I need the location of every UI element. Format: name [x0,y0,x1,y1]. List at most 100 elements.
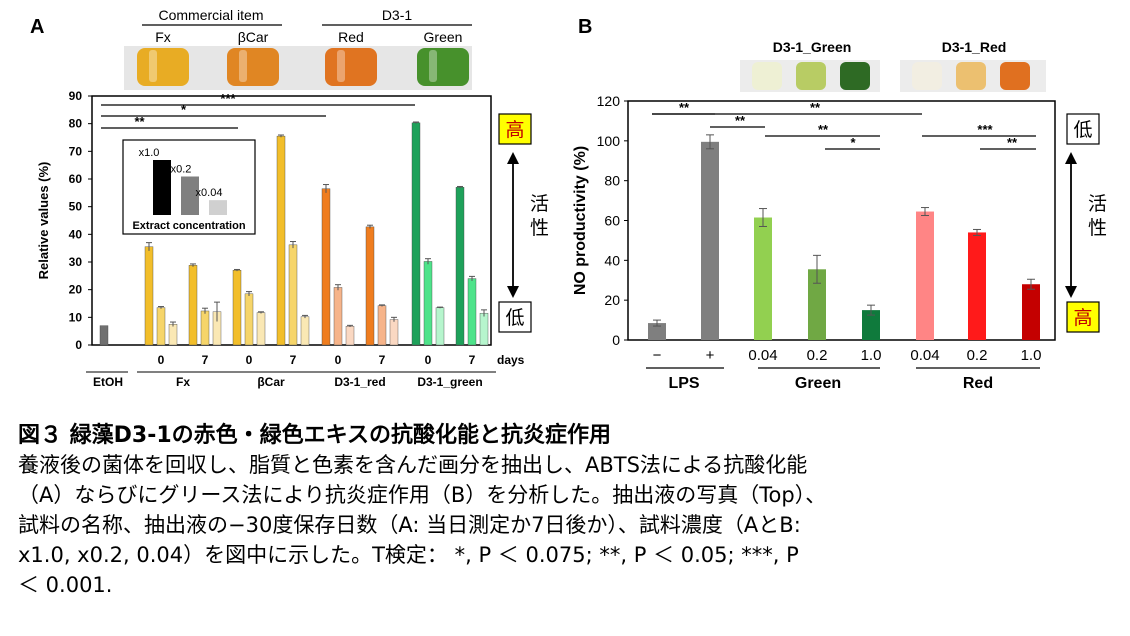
group-label: Red [963,375,993,392]
caption-line: 養液後の菌体を回収し、脂質と色素を含んだ画分を抽出し、ABTS法による抗酸化能 [18,453,808,477]
y-tick-label: 0 [75,338,82,352]
bar [156,307,166,346]
tube-photo [840,62,870,90]
day-label: 0 [158,353,165,367]
photo-group-d3-1: D3-1 [382,7,413,23]
activity-label-b: 活性 [1088,193,1107,239]
y-tick-label: 90 [69,89,83,103]
activity-arrowhead-down [507,286,519,298]
activity-arrowhead-down-b [1065,286,1077,298]
bar [389,319,399,346]
bar [345,325,355,346]
low-box [498,301,532,333]
tube-photo [1000,62,1030,90]
y-tick-label: 0 [612,332,620,348]
group-label: Green [795,375,841,392]
tube-photo [956,62,986,90]
x-tick-label: 1.0 [861,347,882,364]
bar [435,307,445,346]
bar [276,135,286,346]
y-tick-label: 40 [69,227,83,241]
y-tick-label: 40 [604,252,620,268]
day-label: 7 [379,353,386,367]
tube-highlight [429,50,437,82]
significance-mark: *** [977,122,993,137]
bar [467,278,477,346]
photo-label-fx: Fx [155,29,171,45]
inset-bar [181,176,199,215]
x-tick-label: 0.04 [910,347,939,364]
panel-a-photos [124,46,472,90]
y-tick-label: 120 [597,93,621,109]
bar [168,324,178,346]
bar [300,316,310,346]
photo-label-red: Red [338,29,364,45]
tube-photo [227,48,279,86]
bar [200,310,210,346]
y-tick-label: 70 [69,144,83,158]
bar [968,232,986,340]
high-label-b: 高 [1073,307,1092,329]
low-box-b [1066,113,1100,145]
x-tick-label: 1.0 [1021,347,1042,364]
photo-title-red: D3-1_Red [942,39,1007,55]
tube-highlight [149,50,157,82]
y-tick-label: 60 [604,213,620,229]
bar [701,141,719,340]
day-label: 0 [335,353,342,367]
tube-photo [137,48,189,86]
significance-mark: ** [679,100,690,115]
day-label: 7 [202,353,209,367]
tube-highlight [239,50,247,82]
panel-a-label: A [30,16,44,38]
inset-title: Extract concentration [132,220,245,232]
inset-bar-label: x0.2 [171,164,192,176]
tube-photo [325,48,377,86]
x-tick-label: 0.2 [967,347,988,364]
inset-bar-label: x0.04 [196,187,223,199]
group-label: EtOH [93,375,123,389]
bar [862,310,880,340]
tube-photo [752,62,782,90]
y-axis-label: NO productivity (%) [572,146,589,295]
y-tick-label: 20 [604,292,620,308]
group-label: βCar [257,375,285,389]
caption-line: ＜ 0.001. [18,573,113,597]
photo-title-green: D3-1_Green [773,39,852,55]
tube-highlight [337,50,345,82]
low-label: 低 [505,307,524,329]
days-label: days [497,353,525,367]
bar [99,325,109,346]
bar [333,287,343,346]
bar [455,187,465,346]
panel-b-photos [740,60,1046,92]
photo-label-bcar: βCar [238,29,269,45]
bar [188,265,198,346]
activity-char: 性 [530,217,549,239]
x-tick-label: + [706,347,715,364]
y-tick-label: 100 [597,133,621,149]
bar [1022,284,1040,340]
y-tick-label: 20 [69,283,83,297]
bar [244,293,254,346]
significance-mark: ** [1007,135,1018,150]
caption-line: x1.0, x0.2, 0.04）を図中に示した。T検定： *, P ＜ 0.0… [18,543,799,567]
photo-label-green: Green [424,29,463,45]
x-tick-label: 0.2 [807,347,828,364]
x-tick-label: − [653,347,662,364]
group-label: Fx [176,375,190,389]
y-tick-label: 10 [69,310,83,324]
low-label-b: 低 [1073,119,1092,141]
tube-photo [912,62,942,90]
activity-label: 活性 [530,193,549,239]
caption-line: （A）ならびにグリース法により抗炎症作用（B）を分析した。抽出液の写真（Top）… [18,483,827,507]
bar [377,305,387,346]
bar [423,261,433,346]
inset-bar [209,200,227,215]
significance-mark: * [850,135,856,150]
bar [256,312,266,346]
inset-bar-label: x1.0 [139,147,160,159]
bar [321,188,331,346]
high-label: 高 [505,119,524,141]
